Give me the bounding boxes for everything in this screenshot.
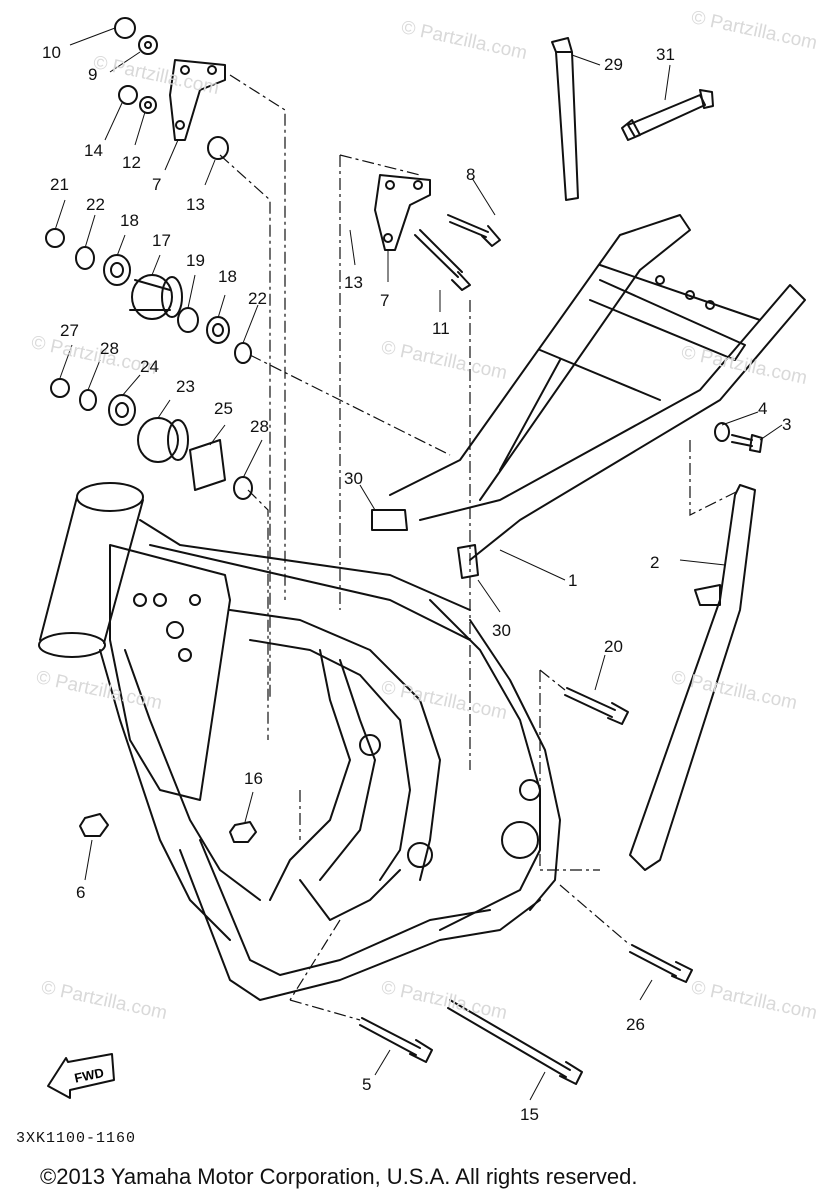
clamp-30-lower <box>457 544 479 579</box>
callout-label: 26 <box>626 1015 645 1034</box>
bolt-11 <box>414 229 471 291</box>
leader-lines <box>219 74 741 1021</box>
callout-label: 9 <box>88 65 98 84</box>
callout-label: 4 <box>758 399 768 418</box>
rear-subframe <box>389 214 806 561</box>
callout-label: 28 <box>250 417 269 436</box>
washer-4 <box>714 422 730 442</box>
copyright-notice: ©2013 Yamaha Motor Corporation, U.S.A. A… <box>40 1164 638 1189</box>
bolt-15 <box>447 999 583 1085</box>
callout-label: 17 <box>152 231 171 250</box>
callout-label: 28 <box>100 339 119 358</box>
fwd-label: FWD <box>73 1065 105 1086</box>
nut-6 <box>79 813 109 837</box>
callout-label: 23 <box>176 377 195 396</box>
bottom-cradle <box>179 849 541 1001</box>
main-frame-loop <box>229 599 561 931</box>
callout-label: 2 <box>650 553 660 572</box>
callout-label: 11 <box>432 319 450 338</box>
callout-label: 12 <box>122 153 141 172</box>
callout-label: 29 <box>604 55 623 74</box>
callout-label: 7 <box>380 291 390 310</box>
engine-mount-bracket-left <box>169 59 226 141</box>
callout-label: 13 <box>186 195 205 214</box>
callout-label: 8 <box>466 165 476 184</box>
callout-label: 22 <box>248 289 267 308</box>
clamp-30-upper <box>371 509 408 531</box>
head-pipe <box>38 482 144 658</box>
callout-label: 27 <box>60 321 79 340</box>
callout-label: 30 <box>492 621 511 640</box>
bolt-5 <box>359 1017 433 1063</box>
callout-label: 19 <box>186 251 205 270</box>
tool-31 <box>621 89 714 141</box>
callout-label: 15 <box>520 1105 539 1124</box>
bolt-8 <box>447 214 501 247</box>
callout-label: 18 <box>120 211 139 230</box>
callout-label: 6 <box>76 883 86 902</box>
callout-label: 20 <box>604 637 623 656</box>
callout-label: 25 <box>214 399 233 418</box>
callout-label: 22 <box>86 195 105 214</box>
callout-label: 30 <box>344 469 363 488</box>
callout-label: 1 <box>568 571 578 590</box>
engine-mount-bracket-center <box>374 174 431 251</box>
part-diagram-code: 3XK1100-1160 <box>16 1130 137 1147</box>
callout-label: 18 <box>218 267 237 286</box>
callout-label: 16 <box>244 769 263 788</box>
gusset-plate <box>109 544 231 801</box>
rear-stay <box>629 484 756 871</box>
bolt-26 <box>629 944 693 983</box>
callout-label: 24 <box>140 357 159 376</box>
callout-label: 14 <box>84 141 103 160</box>
callout-label: 21 <box>50 175 69 194</box>
callout-label: 10 <box>42 43 61 62</box>
nut-16 <box>229 821 257 843</box>
callout-label: 13 <box>344 273 363 292</box>
callout-label: 3 <box>782 415 792 434</box>
hardware-set-upper <box>45 17 253 500</box>
callout-label: 5 <box>362 1075 372 1094</box>
forward-arrow-icon: FWD <box>47 1053 115 1099</box>
callout-label: 31 <box>656 45 675 64</box>
bolt-3 <box>731 434 763 453</box>
bolt-20 <box>564 687 629 725</box>
callout-label: 7 <box>152 175 162 194</box>
strap-29 <box>551 37 579 201</box>
